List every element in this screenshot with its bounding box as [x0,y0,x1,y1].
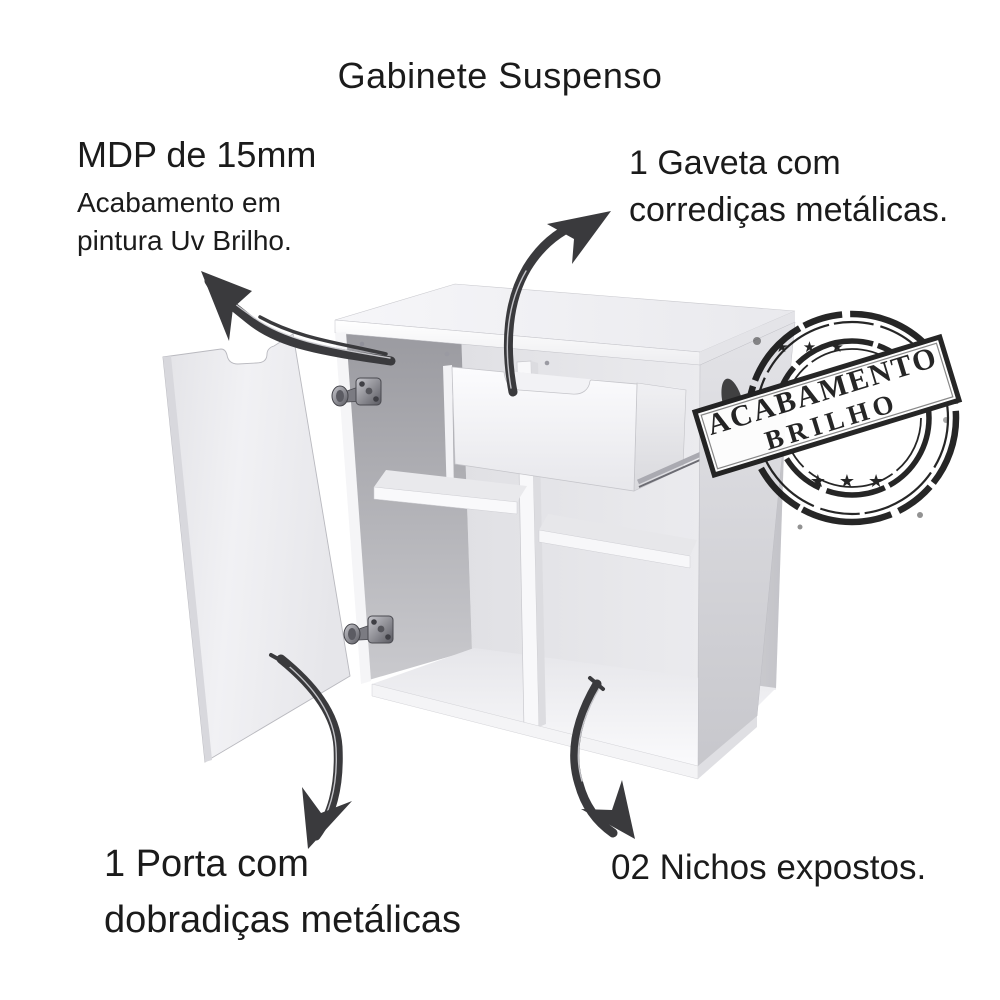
arrow-to-material-icon [201,271,396,366]
annotation-arrows [201,211,635,849]
annotation-niches: 02 Nichos expostos. [611,848,926,888]
arrow-to-niches-icon [570,676,635,839]
page-title: Gabinete Suspenso [337,55,663,96]
annotation-door-line2: dobradiças metálicas [104,899,461,941]
annotation-drawer-line2: corrediças metálicas. [629,191,949,229]
door-edge-highlight [163,356,212,762]
stamp-stars-top: ★ ★ ★ [775,339,849,356]
right-shelf-front-edge [538,529,691,569]
arrow-to-drawer-icon [503,211,611,397]
cabinet-door [162,333,394,763]
annotation-material-line2: Acabamento em [77,187,281,218]
door-hinge-top-icon [331,377,382,407]
right-shelf-top [539,514,697,556]
interior-bottom [372,648,776,766]
stamp-stars-bottom: ★ ★ ★ [810,471,888,491]
annotation-material-line3: pintura Uv Brilho. [77,225,292,256]
stamp-banner-inner-border [700,342,954,470]
annotation-material-line1: MDP de 15mm [77,134,317,175]
door-hinge-bottom-icon [343,615,394,645]
top-panel-right-edge [700,311,795,365]
left-shelf-top [374,470,527,502]
stamp-inner-ring-2 [782,348,922,488]
annotation-drawer: 1 Gaveta com corrediças metálicas. [629,140,948,234]
annotation-door-line1: 1 Porta com [104,843,309,885]
shelf-pin-hole [359,341,365,347]
drawer-cavity-left-edge [443,365,454,499]
shelf-pin-hole [444,351,450,357]
annotation-door: 1 Porta com dobradiças metálicas [104,836,461,948]
door-panel [162,333,351,763]
stamp-speckle [797,524,803,530]
stamp-banner [691,333,963,479]
annotation-drawer-line1: 1 Gaveta com [629,144,841,182]
left-shelf-front-edge [373,486,518,515]
bottom-right-edge [698,716,757,779]
stamp-speckle [753,337,761,345]
arrow-to-door-icon [269,653,352,849]
drawer-front-panel [451,366,638,492]
shelf-pin-hole [544,360,550,366]
stamp-speckle [943,417,949,423]
left-side-front-edge [335,332,371,684]
annotation-material: MDP de 15mm Acabamento em pintura Uv Bri… [77,134,316,260]
annotation-niches-line1: 02 Nichos expostos. [611,848,927,887]
stamp-speckle [917,512,923,518]
